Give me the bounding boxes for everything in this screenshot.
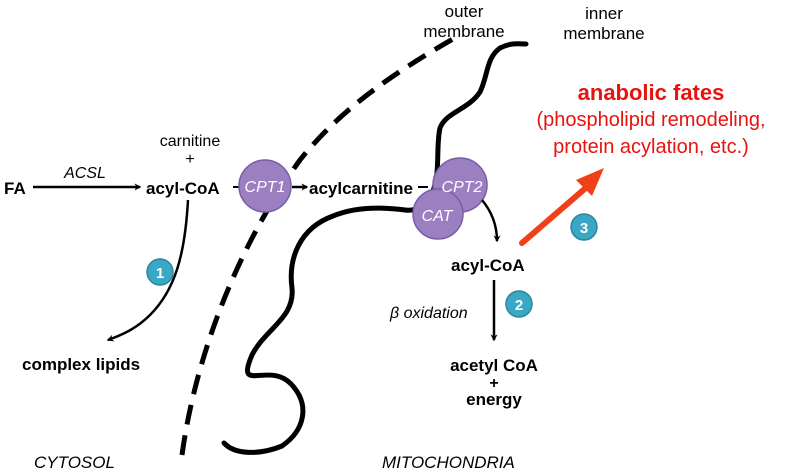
cpt1-enzyme (238, 159, 292, 213)
acsl-label: ACSL (63, 165, 106, 182)
anabolic-arrow-shaft (519, 183, 591, 246)
cat-enzyme (412, 188, 464, 240)
acetyl-coa-label: acetyl CoA (450, 356, 538, 375)
cpt2-label: CPT2 (442, 179, 483, 196)
acetyl-plus: + (489, 375, 498, 392)
beta-oxidation-label: β oxidation (389, 305, 468, 322)
carnitine-label: carnitine (160, 133, 221, 150)
carnitine-plus: + (185, 151, 194, 168)
inner-membrane-label-2: membrane (563, 24, 644, 43)
badge-2-number: 2 (515, 297, 523, 314)
energy-label: energy (466, 390, 522, 409)
badge-3-number: 3 (580, 220, 588, 237)
acyl-coa-cytosol-label: acyl-CoA (146, 179, 220, 198)
badge-1: 1 (146, 258, 174, 286)
cat-label: CAT (422, 208, 454, 225)
mitochondria-label: MITOCHONDRIA (382, 453, 515, 472)
anabolic-fates-title: anabolic fates (578, 80, 725, 105)
badge-1-number: 1 (156, 265, 164, 282)
anabolic-fates-line-3: protein acylation, etc.) (553, 136, 749, 158)
outer-membrane-label-1: outer (445, 2, 484, 21)
mito-acyl-coa-arrow (481, 199, 501, 243)
fa-label: FA (4, 179, 26, 198)
complex-lipids-label: complex lipids (22, 355, 140, 374)
acylcarnitine-label: acylcarnitine (309, 179, 413, 198)
cytosol-label: CYTOSOL (34, 453, 115, 472)
anabolic-arrow-head (576, 168, 604, 196)
outer-membrane-line (179, 33, 460, 456)
acyl-coa-mito-label: acyl-CoA (451, 256, 525, 275)
cpt1-label: CPT1 (245, 179, 286, 196)
complex-lipids-arrow (106, 199, 190, 342)
inner-membrane-line (221, 41, 529, 455)
anabolic-fates-line-2: (phospholipid remodeling, (536, 109, 765, 131)
badge-3: 3 (570, 213, 598, 241)
badge-2: 2 (505, 290, 533, 318)
outer-membrane-label-2: membrane (423, 22, 504, 41)
inner-membrane-label-1: inner (585, 4, 623, 23)
